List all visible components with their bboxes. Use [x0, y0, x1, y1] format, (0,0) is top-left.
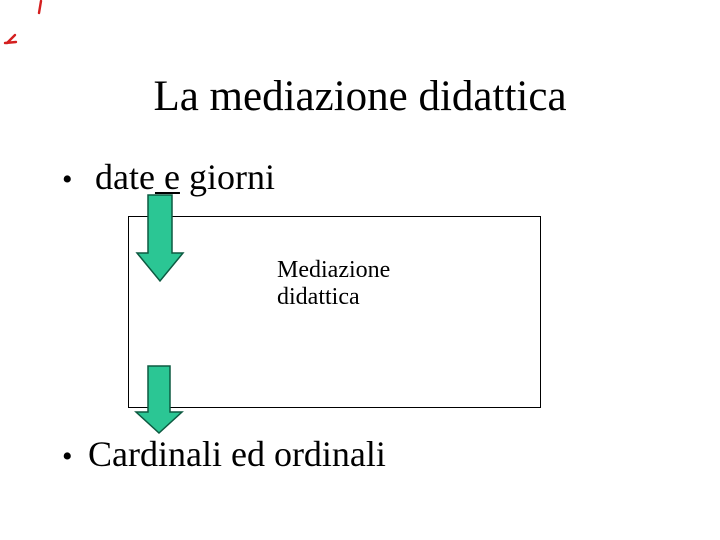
bullet-text-underlined: e: [154, 157, 180, 197]
bullet-text-before: date: [95, 157, 155, 197]
bullet-item-date-giorni: • date e giorni: [62, 156, 275, 199]
bullet-text: Cardinali ed ordinali: [88, 434, 386, 474]
slide-title: La mediazione didattica: [153, 73, 567, 120]
red-scribble-icon: [3, 33, 18, 45]
red-scribble-icon: [37, 0, 43, 15]
mediation-box: Mediazione didattica: [128, 216, 541, 408]
bullet-marker: •: [62, 163, 73, 196]
box-label-line2: didattica: [277, 284, 360, 310]
down-arrow-icon: [135, 194, 185, 283]
bullet-marker: •: [62, 440, 73, 473]
box-label-line1: Mediazione: [277, 257, 391, 283]
bullet-text: date e giorni: [95, 156, 275, 199]
box-label: Mediazione didattica: [277, 257, 390, 311]
bullet-text-after: giorni: [179, 157, 275, 197]
bullet-item-cardinali-ordinali: • Cardinali ed ordinali: [62, 433, 386, 476]
down-arrow-icon: [134, 365, 184, 435]
